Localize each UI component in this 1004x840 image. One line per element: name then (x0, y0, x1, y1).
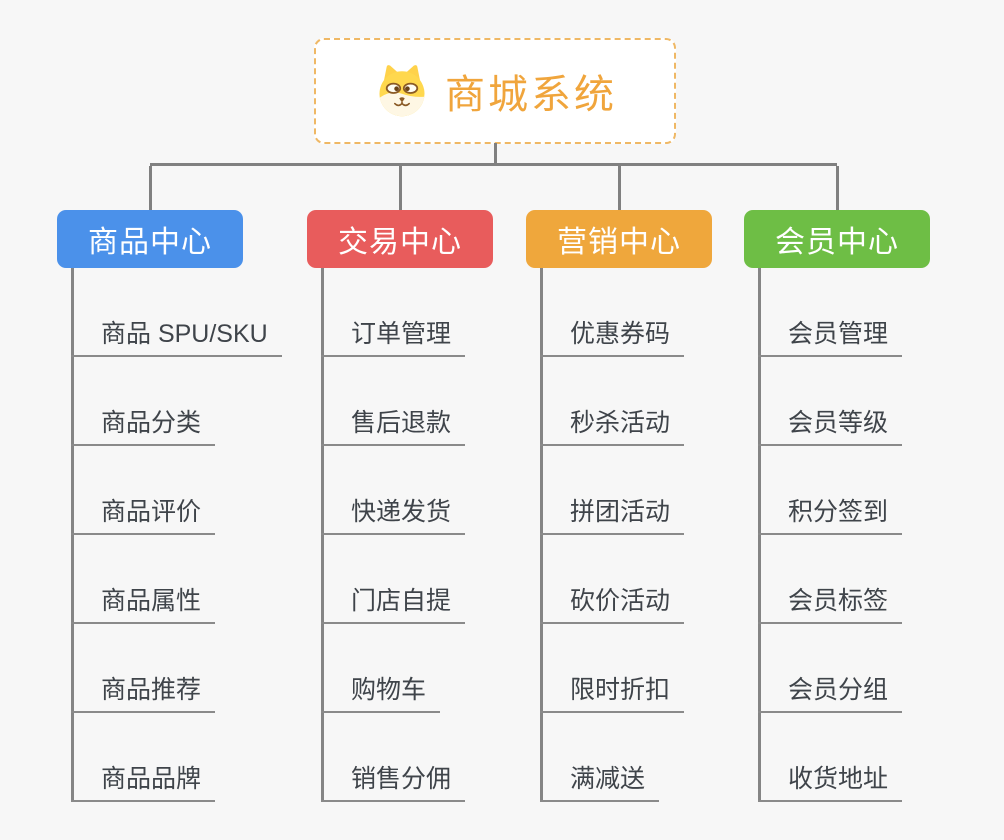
mindmap-node[interactable]: 商品 SPU/SKU (71, 311, 282, 357)
root-stub-line (493, 143, 497, 163)
mindmap-node[interactable]: 销售分佣 (321, 756, 466, 802)
dog-icon (373, 64, 431, 118)
mindmap-node[interactable]: 商品品牌 (71, 756, 216, 802)
mindmap-node[interactable]: 限时折扣 (540, 667, 685, 713)
branch-header-3[interactable]: 会员中心 (744, 210, 930, 268)
branch-drop-line-3 (835, 166, 839, 210)
mindmap-node[interactable]: 优惠券码 (540, 311, 685, 357)
mindmap-node[interactable]: 满减送 (540, 756, 660, 802)
mindmap-node[interactable]: 商品推荐 (71, 667, 216, 713)
mindmap-node[interactable]: 收货地址 (758, 756, 903, 802)
mindmap-node[interactable]: 售后退款 (321, 400, 466, 446)
mindmap-node[interactable]: 会员分组 (758, 667, 903, 713)
branch-header-1[interactable]: 交易中心 (307, 210, 493, 268)
mindmap-node[interactable]: 快递发货 (321, 489, 466, 535)
mindmap-node[interactable]: 秒杀活动 (540, 400, 685, 446)
branch-drop-line-1 (398, 166, 402, 210)
root-node[interactable]: 商城系统 (314, 38, 676, 144)
mindmap-node[interactable]: 商品属性 (71, 578, 216, 624)
mindmap-node[interactable]: 拼团活动 (540, 489, 685, 535)
branch-header-0[interactable]: 商品中心 (57, 210, 243, 268)
branch-drop-line-0 (148, 166, 152, 210)
mindmap-node[interactable]: 积分签到 (758, 489, 903, 535)
root-title: 商城系统 (445, 73, 617, 117)
mindmap-node[interactable]: 订单管理 (321, 311, 466, 357)
mindmap-node[interactable]: 会员等级 (758, 400, 903, 446)
branch-drop-line-2 (617, 166, 621, 210)
branch-header-2[interactable]: 营销中心 (526, 210, 712, 268)
mindmap-node[interactable]: 会员标签 (758, 578, 903, 624)
mindmap-node[interactable]: 商品分类 (71, 400, 216, 446)
branch-bar-line (150, 163, 837, 166)
mindmap-node[interactable]: 商品评价 (71, 489, 216, 535)
mindmap-node[interactable]: 会员管理 (758, 311, 903, 357)
mindmap-node[interactable]: 门店自提 (321, 578, 466, 624)
mindmap-node[interactable]: 砍价活动 (540, 578, 685, 624)
mindmap-node[interactable]: 购物车 (321, 667, 441, 713)
